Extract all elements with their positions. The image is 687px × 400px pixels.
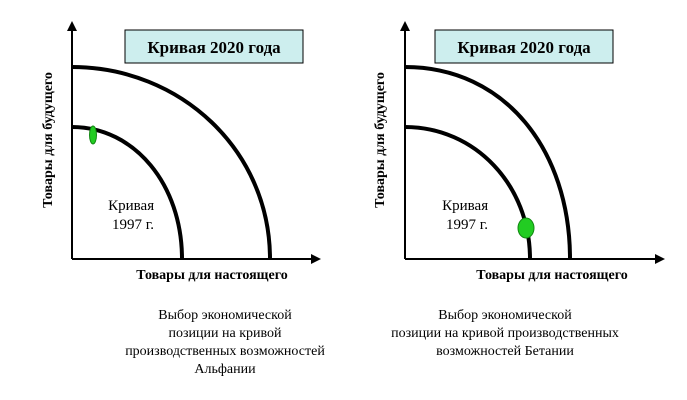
right-y-axis-label: Товары для будущего (373, 72, 388, 208)
left-caption: Выбор экономической позиции на кривой пр… (105, 307, 345, 379)
left-caption-line: позиции на кривой (168, 326, 282, 341)
left-curve-1997 (71, 125, 184, 260)
left-curve-2020 (71, 65, 272, 260)
right-caption-line: позиции на кривой производственных (391, 326, 619, 341)
right-caption-line: возможностей Бетании (436, 344, 574, 359)
right-curve-label: Кривая 1997 г. (442, 198, 492, 233)
right-choice-marker (517, 217, 535, 239)
left-curve-label: Кривая 1997 г. (108, 198, 158, 233)
left-x-axis-label: Товары для настоящего (136, 268, 287, 283)
right-caption-line: Выбор экономической (438, 308, 572, 323)
left-caption-line: Выбор экономической (158, 308, 292, 323)
right-title: Кривая 2020 года (457, 38, 591, 57)
left-title-box (124, 29, 304, 64)
right-curve-1997 (404, 125, 532, 260)
left-panel: Кривая 2020 года Кривая 1997 г. Товары д… (41, 21, 321, 283)
left-caption-line: производственных возможностей (125, 344, 325, 359)
left-choice-marker (89, 125, 97, 145)
right-title-box (434, 29, 614, 64)
left-y-axis-label: Товары для будущего (41, 72, 56, 208)
left-caption-line: Альфании (194, 362, 256, 377)
right-caption: Выбор экономической позиции на кривой пр… (355, 307, 655, 361)
right-x-axis-label: Товары для настоящего (476, 268, 627, 283)
left-title: Кривая 2020 года (147, 38, 281, 57)
right-curve-2020 (404, 65, 572, 260)
right-panel: Кривая 2020 года Кривая 1997 г. Товары д… (373, 21, 665, 283)
